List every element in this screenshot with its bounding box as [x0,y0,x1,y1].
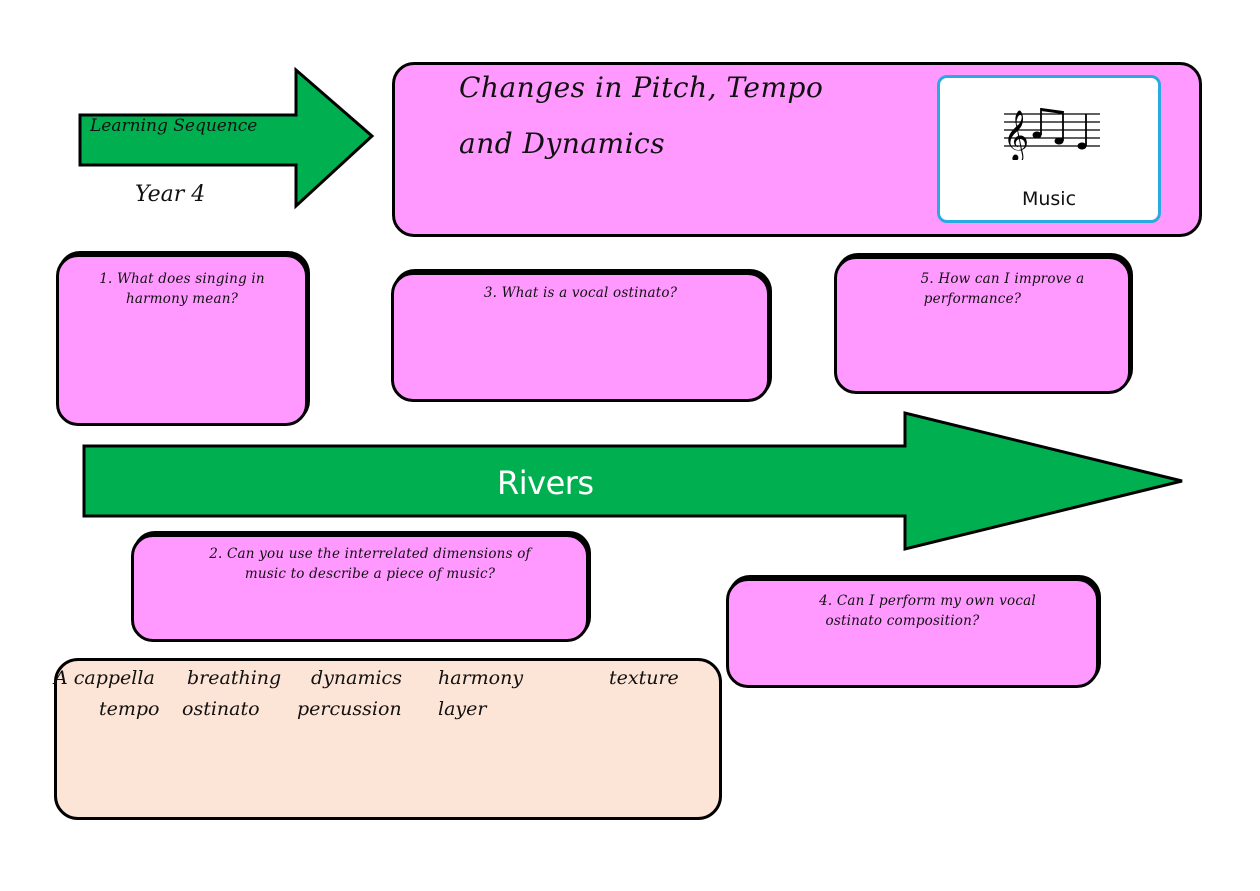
music-notes-icon: 𝄞 [1003,108,1100,160]
year-label: Year 4 [135,182,206,207]
vocab-word: ostinato [182,698,260,720]
svg-text:𝄞: 𝄞 [1003,110,1029,160]
lesson-1-question-line-2: harmony mean? [125,291,239,307]
lesson-5-question-line-2: performance? [923,291,1022,307]
vocab-word: A cappella [54,667,155,689]
lesson-2-question-line-1: 2. Can you use the interrelated dimensio… [209,546,531,562]
topic-label: Rivers [497,464,594,502]
lesson-1-question-line-1: 1. What does singing in [99,271,265,287]
lesson-card-4: 4. Can I perform my own vocal ostinato c… [726,578,1099,688]
vocab-word: dynamics [311,667,402,689]
unit-title-card: Changes in Pitch, Tempo and Dynamics [392,62,1202,237]
unit-title-line-1: Changes in Pitch, Tempo [459,71,824,104]
vocab-word: harmony [438,667,524,689]
lesson-card-1: 1. What does singing in harmony mean? [56,254,308,426]
lesson-card-3: 3. What is a vocal ostinato? [391,272,770,402]
vocab-word: layer [438,698,487,720]
lesson-2-question-line-2: music to describe a piece of music? [244,566,496,582]
lesson-3-question-line-1: 3. What is a vocal ostinato? [483,285,678,301]
vocab-word: texture [609,667,679,689]
lesson-4-question-line-2: ostinato composition? [825,613,980,629]
lesson-4-question-line-1: 4. Can I perform my own vocal [819,593,1036,609]
vocab-word: percussion [297,698,402,720]
subject-label: Music [1021,188,1077,210]
vocab-word: tempo [99,698,160,720]
subject-tile: 𝄞 Music [937,75,1161,223]
learning-sequence-label: Learning Sequence [90,116,258,136]
topic-arrow [82,411,1183,551]
lesson-5-question-line-1: 5. How can I improve a [920,271,1085,287]
lesson-card-2: 2. Can you use the interrelated dimensio… [131,534,589,642]
unit-title-line-2: and Dynamics [459,127,666,160]
vocabulary-box: A cappella breathing dynamics harmony te… [54,658,722,820]
learning-sequence-arrow [78,66,375,210]
lesson-card-5: 5. How can I improve a performance? [834,256,1131,394]
vocab-word: breathing [187,667,282,689]
